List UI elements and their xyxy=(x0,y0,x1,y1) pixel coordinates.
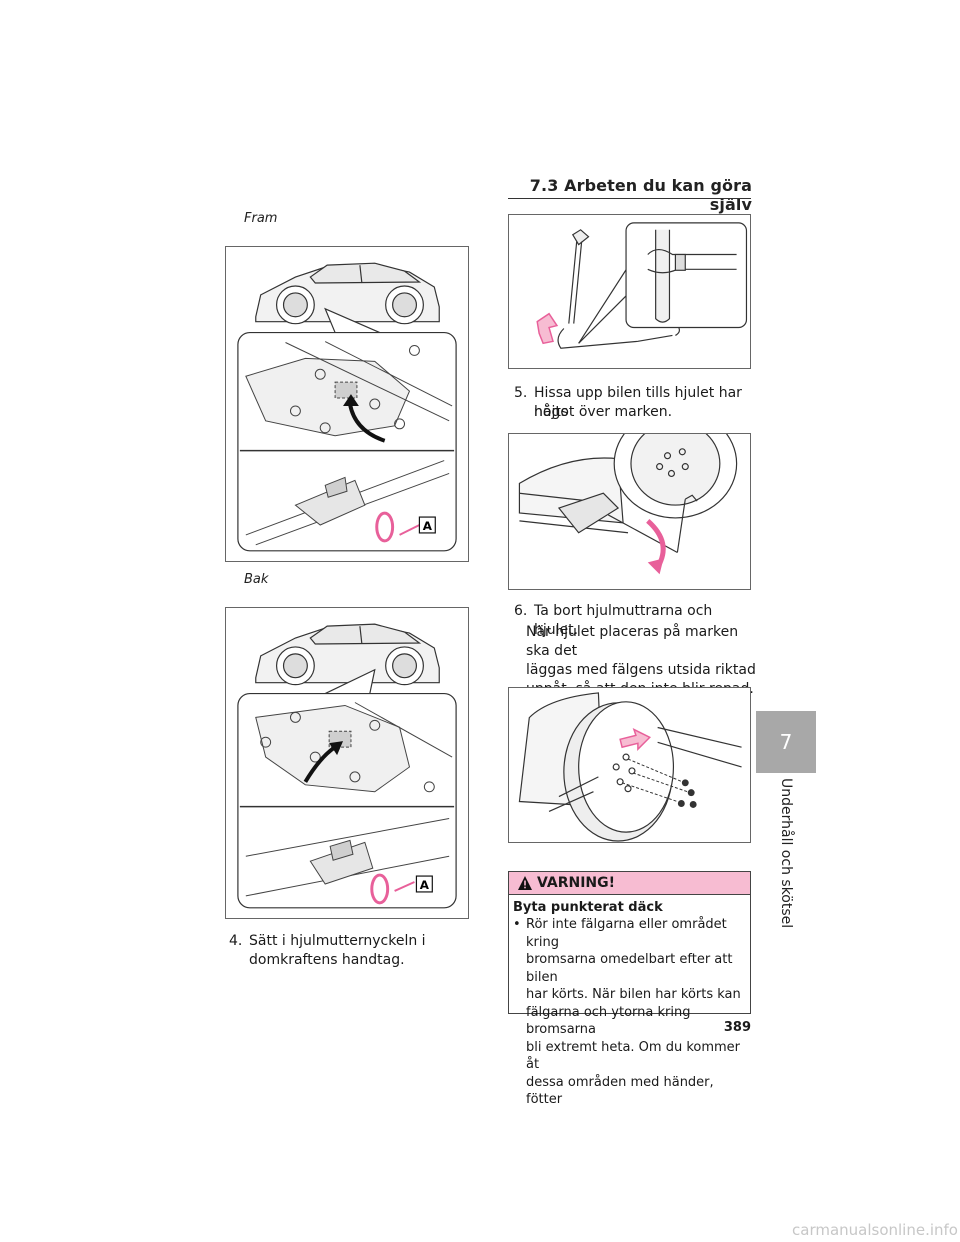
step-4: 4. Sätt i hjulmutternyckeln i domkraften… xyxy=(229,932,479,972)
step-6: 6. Ta bort hjulmuttrarna och hjulet. xyxy=(514,602,754,638)
wrench-figure xyxy=(508,214,751,369)
step-number: 4. xyxy=(229,933,243,949)
bullet-line: fälgarna och ytorna kring bromsarna xyxy=(526,1004,691,1038)
bullet-line: har körts. När bilen har körts kan xyxy=(526,987,741,1002)
remove-wheel-illustration xyxy=(518,692,742,842)
note-line: När hjulet placeras på marken ska det xyxy=(526,624,739,659)
warning-box: VARNING! Byta punkterat däck • Rör inte … xyxy=(508,871,751,1107)
bullet-line: dessa områden med händer, fötter xyxy=(526,1074,714,1108)
warning-subtitle: Byta punkterat däck xyxy=(513,900,663,915)
car-side-view xyxy=(255,623,440,686)
step-number: 5. xyxy=(514,385,528,401)
car-side-view xyxy=(255,262,440,325)
bullet-line: bromsarna omedelbart efter att bilen xyxy=(526,952,733,985)
header-rule xyxy=(508,198,751,199)
chapter-side-label: Underhåll och skötsel xyxy=(744,778,828,928)
step-text-line1: Hissa upp bilen tills hjulet har höjts xyxy=(534,385,742,420)
rear-jack-illustration: A xyxy=(237,623,457,909)
warning-title: VARNING! xyxy=(537,875,616,891)
page-number: 389 xyxy=(723,1020,751,1035)
bullet-dot: • xyxy=(513,917,521,932)
rotate-arrow-icon xyxy=(375,511,395,543)
step-text-line1: Sätt i hjulmutternyckeln i xyxy=(249,933,426,949)
warning-header: VARNING! xyxy=(509,872,750,895)
callout-a-label: A xyxy=(420,878,430,892)
step-5: 5. Hissa upp bilen tills hjulet har höjt… xyxy=(514,384,754,424)
front-caption: Fram xyxy=(244,211,278,226)
warning-triangle-icon xyxy=(518,876,532,890)
front-jack-point-figure: A xyxy=(225,246,469,562)
note-line: läggas med fälgens utsida riktad xyxy=(526,662,756,678)
pull-arrow-icon xyxy=(619,727,651,751)
insert-arrow-icon xyxy=(536,312,559,345)
chapter-label-text: Underhåll och skötsel xyxy=(778,778,794,929)
underbody-detail xyxy=(245,341,453,437)
rotate-arrow-icon xyxy=(370,873,390,905)
bullet-line: Rör inte fälgarna eller området kring xyxy=(526,917,727,950)
wrench-illustration xyxy=(536,222,748,349)
rear-jack-point-figure: A xyxy=(225,607,469,919)
raise-car-figure xyxy=(508,433,751,590)
step-text-line1: Ta bort hjulmuttrarna och hjulet. xyxy=(534,603,713,638)
chapter-number-tab: 7 xyxy=(756,711,816,773)
warning-bullet-text: Rör inte fälgarna eller området kring br… xyxy=(526,916,748,1109)
callout-a-label: A xyxy=(423,519,433,533)
step-number: 6. xyxy=(514,603,528,619)
rear-caption: Bak xyxy=(244,572,269,587)
raise-car-illustration xyxy=(518,434,738,575)
step-text-line2: något över marken. xyxy=(534,404,673,420)
bullet-line: bli extremt heta. Om du kommer åt xyxy=(526,1039,741,1073)
jack-closeup xyxy=(245,460,450,546)
section-title: 7.3 Arbeten du kan göra själv xyxy=(529,176,752,214)
footer-watermark: carmanualsonline.info xyxy=(792,1221,958,1239)
step-text-line2: domkraftens handtag. xyxy=(249,952,405,968)
front-jack-illustration: A xyxy=(237,262,457,552)
remove-wheel-figure xyxy=(508,687,751,843)
jack-closeup xyxy=(245,818,450,897)
